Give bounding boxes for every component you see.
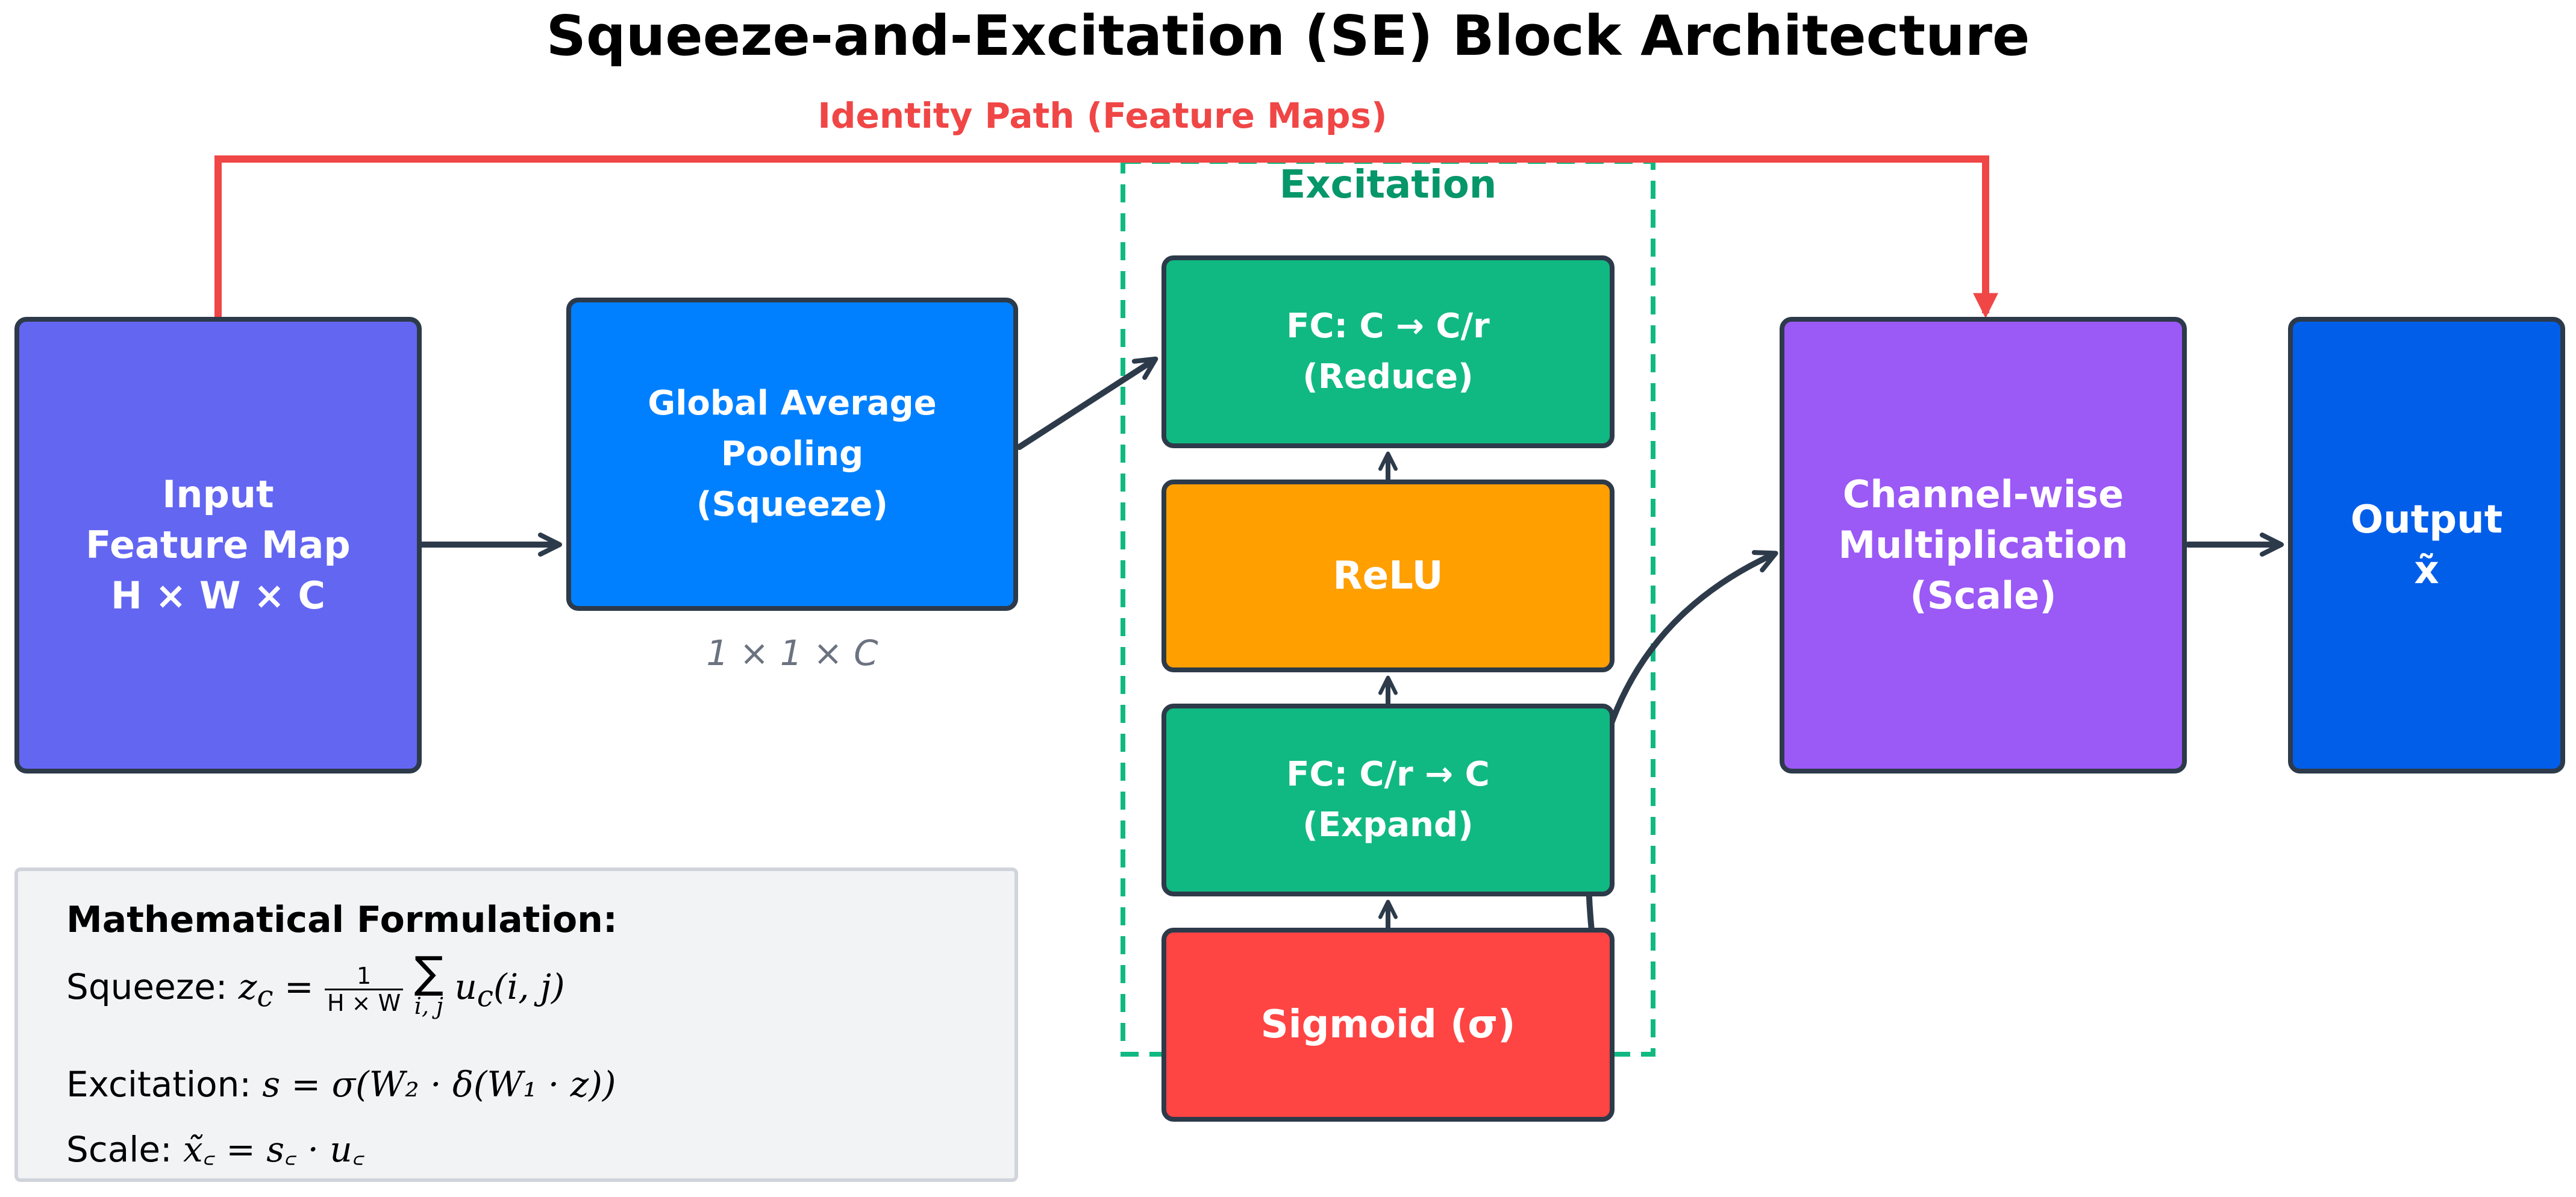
excitation-formula-label: Excitation:	[66, 1064, 251, 1105]
output-block: Output x̃	[2288, 317, 2565, 774]
input-block-line: H × W × C	[110, 573, 325, 617]
fc-reduce-line: (Reduce)	[1302, 357, 1474, 396]
math-formulation-panel: Mathematical Formulation: Squeeze: zc = …	[14, 867, 1018, 1182]
squeeze-fraction-denominator: H × W	[327, 989, 401, 1016]
fc-reduce-block: FC: C → C/r (Reduce)	[1161, 255, 1615, 448]
scale-formula-label: Scale:	[66, 1129, 172, 1170]
pooling-dimension-label: 1 × 1 × C	[706, 633, 878, 674]
squeeze-rhs-sub: c	[477, 980, 493, 1014]
output-symbol: x̃	[2414, 548, 2439, 593]
squeeze-lhs: z	[238, 966, 257, 1008]
fc-reduce-line: FC: C → C/r	[1286, 307, 1490, 346]
arrow-sigmoid-to-multiply	[1585, 550, 1778, 1021]
fc-expand-block: FC: C/r → C (Expand)	[1161, 704, 1615, 896]
pooling-block-line: Global Average	[648, 384, 937, 423]
math-scale-line: Scale: x̃꜀ = s꜀ · u꜀	[66, 1124, 364, 1172]
squeeze-rhs: u	[454, 966, 477, 1008]
identity-path-line	[214, 155, 1998, 320]
pooling-block-line: (Squeeze)	[696, 485, 888, 524]
pooling-block-line: Pooling	[721, 434, 864, 473]
excitation-formula: s = σ(W₂ · δ(W₁ · z))	[262, 1064, 616, 1105]
summation-subscript: i, j	[414, 993, 443, 1019]
input-block-line: Feature Map	[86, 523, 351, 567]
relu-label: ReLU	[1333, 554, 1443, 598]
multiply-block-line: (Scale)	[1910, 573, 2057, 617]
identity-path-label: Identity Path (Feature Maps)	[818, 95, 1387, 136]
math-excitation-line: Excitation: s = σ(W₂ · δ(W₁ · z))	[66, 1064, 616, 1105]
squeeze-label: Squeeze:	[66, 966, 228, 1008]
math-title: Mathematical Formulation:	[66, 899, 617, 941]
input-feature-map-block: Input Feature Map H × W × C	[14, 317, 422, 774]
arrow-pooling-to-fc-reduce	[1016, 356, 1158, 450]
squeeze-fraction-numerator: 1	[325, 963, 404, 990]
sigmoid-label: Sigmoid (σ)	[1260, 1002, 1516, 1047]
global-average-pooling-block: Global Average Pooling (Squeeze)	[566, 298, 1018, 611]
channel-wise-multiplication-block: Channel-wise Multiplication (Scale)	[1780, 317, 2187, 774]
excitation-label: Excitation	[1279, 163, 1497, 207]
input-block-line: Input	[162, 472, 274, 516]
summation-symbol: ∑ i, j	[414, 951, 444, 1023]
scale-formula: x̃꜀ = s꜀ · u꜀	[183, 1129, 364, 1170]
relu-block: ReLU	[1161, 480, 1615, 672]
page-title: Squeeze-and-Excitation (SE) Block Archit…	[546, 4, 2030, 68]
fc-expand-line: (Expand)	[1302, 805, 1474, 845]
math-squeeze-line: Squeeze: zc = 1 H × W ∑ i, j uc(i, j)	[66, 951, 565, 1023]
fc-expand-line: FC: C/r → C	[1286, 755, 1490, 794]
squeeze-lhs-sub: c	[257, 980, 274, 1014]
multiply-block-line: Channel-wise	[1842, 472, 2124, 516]
output-block-line: Output	[2350, 498, 2503, 542]
squeeze-fraction: 1 H × W	[325, 963, 404, 1016]
sigmoid-block: Sigmoid (σ)	[1161, 928, 1615, 1122]
multiply-block-line: Multiplication	[1838, 523, 2128, 567]
squeeze-args: (i, j)	[493, 966, 565, 1008]
